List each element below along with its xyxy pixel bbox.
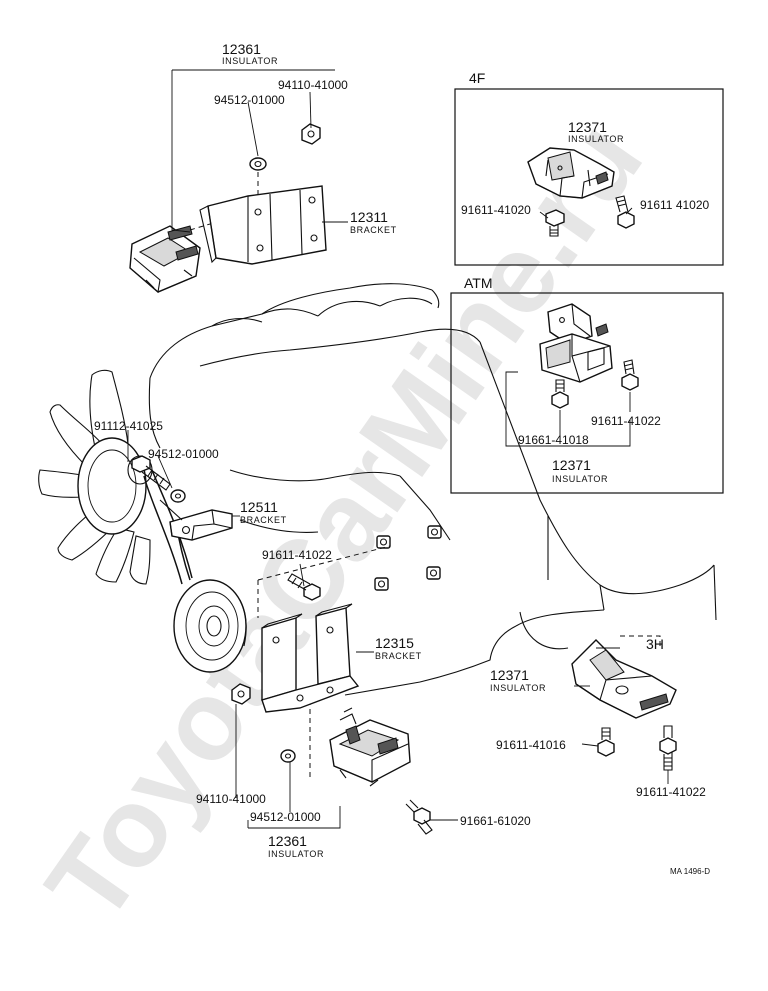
fourf-bolt-right — [615, 195, 635, 229]
callout-bottom-washer: 94512-01000 — [250, 810, 321, 824]
callout-4f-bolt-left: 91611-41020 — [461, 203, 531, 217]
callout-fan-bracket-number: 12511 — [240, 499, 278, 515]
small-nut-3 — [374, 577, 389, 591]
group-label-4f: 4F — [469, 70, 485, 86]
top-bracket-12311 — [199, 185, 327, 265]
guide-dash-4 — [620, 635, 661, 650]
callout-atm-bolt-left: 91661-41018 — [518, 433, 589, 447]
callout-3h-bolt-right: 91611-41022 — [636, 785, 706, 799]
top-washer-94512 — [249, 157, 267, 194]
cooling-fan — [38, 369, 153, 585]
callout-top-nut: 94110-41000 — [278, 78, 348, 92]
callout-fan-bolt: 91112-41025 — [94, 419, 163, 433]
atm-bolt-right — [621, 359, 639, 391]
bottom-washer-94512 — [280, 749, 296, 763]
callout-4f-insulator-number: 12371 — [568, 119, 607, 135]
fourf-insulator-12371 — [527, 147, 615, 199]
callout-top-insulator-name: INSULATOR — [222, 56, 278, 66]
atm-box — [450, 292, 724, 494]
callout-atm-insulator-number: 12371 — [552, 457, 591, 473]
callout-bottom-bolt: 91661-61020 — [460, 814, 531, 828]
callout-atm-insulator-name: INSULATOR — [552, 474, 608, 484]
callout-4f-insulator-name: INSULATOR — [568, 134, 624, 144]
callout-4f-bolt-right: 91611 41020 — [640, 198, 710, 212]
callout-fan-bracket-name: BRACKET — [240, 515, 287, 525]
bottom-bolt-91661 — [405, 799, 433, 835]
callout-mid-bracket-number: 12315 — [375, 635, 414, 651]
group-label-atm: ATM — [464, 275, 493, 291]
top-insulator-12361 — [129, 223, 211, 294]
bottom-insulator-12361 — [329, 707, 411, 787]
callout-3h-insulator-number: 12371 — [490, 667, 529, 683]
fourf-bolt-left — [545, 209, 565, 237]
guide-dash-1 — [257, 545, 391, 581]
callout-bottom-nut: 94110-41000 — [196, 792, 266, 806]
threeh-bolt-right — [659, 725, 677, 771]
fourf-box — [454, 88, 724, 266]
top-nut-94110 — [301, 123, 321, 145]
callout-top-bracket-number: 12311 — [350, 209, 388, 225]
figure-reference: MA 1496-D — [670, 867, 710, 876]
callout-fan-washer: 94512-01000 — [148, 447, 219, 461]
callout-mid-bolt: 91611-41022 — [262, 548, 332, 562]
leader-lines — [127, 69, 669, 829]
mid-bolt-91611 — [287, 573, 321, 601]
fan-bolt-91112 — [131, 455, 171, 491]
crank-pulley — [143, 469, 247, 673]
callout-bottom-insulator-number: 12361 — [268, 833, 307, 849]
callout-atm-bolt-right: 91611-41022 — [591, 414, 661, 428]
threeh-bolt-left — [597, 727, 615, 757]
callout-top-insulator-number: 12361 — [222, 41, 261, 57]
callout-3h-bolt-left: 91611-41016 — [496, 738, 566, 752]
engine-block — [148, 283, 717, 696]
atm-bolt-left — [551, 379, 569, 409]
small-nut-1 — [376, 535, 391, 549]
small-nut-2 — [427, 525, 442, 539]
callout-mid-bracket-name: BRACKET — [375, 651, 422, 661]
mid-bracket-12315 — [261, 603, 360, 713]
callout-bottom-insulator-name: INSULATOR — [268, 849, 324, 859]
atm-insulator-12371 — [539, 303, 613, 383]
small-nut-4 — [426, 566, 441, 580]
fan-bracket-12511 — [159, 499, 233, 541]
threeh-insulator-12371 — [571, 639, 677, 719]
callout-3h-insulator-name: INSULATOR — [490, 683, 546, 693]
callout-top-bracket-name: BRACKET — [350, 225, 397, 235]
group-label-3h: 3H — [646, 636, 664, 652]
fan-washer-94512 — [170, 489, 186, 503]
bottom-nut-94110 — [231, 683, 251, 705]
callout-top-washer: 94512-01000 — [214, 93, 285, 107]
